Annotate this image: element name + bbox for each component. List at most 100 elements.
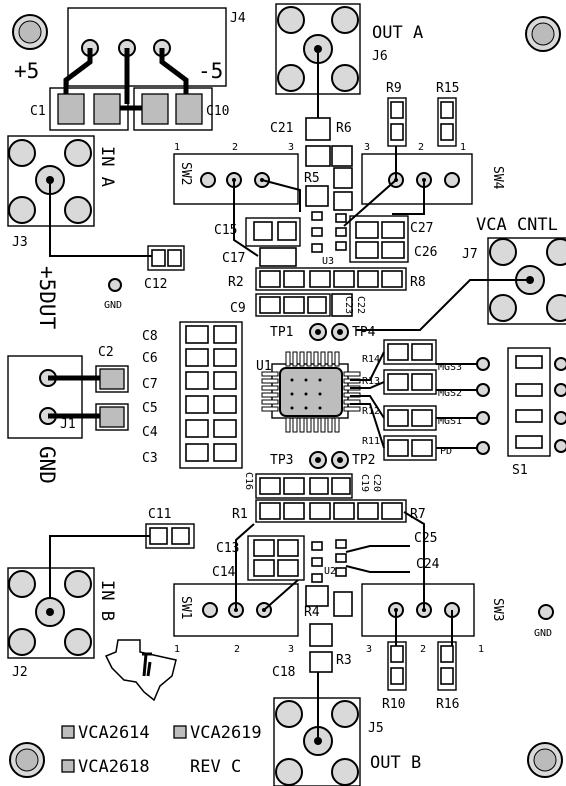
label-u2: U2 (324, 566, 336, 577)
label-j2: J2 (12, 665, 28, 680)
label-j1: J1 (60, 417, 76, 432)
u1-pin (292, 417, 298, 433)
sw3-pin3: 3 (366, 644, 372, 655)
u1-pin (261, 392, 279, 398)
u1-pin (261, 378, 279, 384)
sw1-switch (173, 523, 299, 637)
mgs-resistor-pads (350, 339, 490, 461)
u1-pin (261, 399, 279, 405)
u1-pin (320, 417, 326, 433)
label-r8: R8 (410, 275, 426, 290)
label-gnd-left: GND (35, 446, 59, 484)
label-r4: R4 (304, 605, 320, 620)
sw3-pin1: 1 (478, 644, 484, 655)
label-s1: S1 (512, 463, 528, 478)
label-j5: J5 (368, 721, 384, 736)
label-vca-cntl: VCA CNTL (476, 215, 558, 235)
label-c2: C2 (98, 345, 114, 360)
texas-outline-ti-logo-icon (104, 639, 177, 702)
label-u1: U1 (256, 359, 272, 374)
sw2-pin2: 2 (232, 142, 238, 153)
label-out-b: OUT B (370, 753, 421, 773)
label-r11: R11 (362, 436, 380, 447)
label-c17: C17 (222, 251, 245, 266)
label-c6: C6 (142, 351, 158, 366)
label-mgs2: MGS2 (438, 388, 462, 399)
label-sw1: SW1 (178, 596, 193, 619)
label-j3: J3 (12, 235, 28, 250)
sw1-pin2: 2 (234, 644, 240, 655)
label-c1: C1 (30, 104, 46, 119)
label-r13: R13 (362, 376, 380, 387)
u1-pin (343, 406, 361, 412)
j5-out-b-connector (273, 672, 361, 786)
label-c24: C24 (416, 557, 440, 572)
u1-pin (285, 417, 291, 433)
j6-out-a-connector (275, 3, 361, 120)
label-r15: R15 (436, 81, 459, 96)
label-r14: R14 (362, 354, 380, 365)
label-r1: R1 (232, 507, 248, 522)
label-c13: C13 (216, 541, 239, 556)
u1-pin (334, 417, 340, 433)
label-plus5: +5 (14, 59, 39, 83)
label-tp3: TP3 (270, 453, 293, 468)
label-c25: C25 (414, 531, 437, 546)
label-j4: J4 (230, 11, 246, 26)
label-mgs1: MGS1 (438, 416, 462, 427)
u1-pin (261, 371, 279, 377)
label-sw2: SW2 (178, 162, 193, 185)
label-c22: C22 (355, 296, 366, 314)
sw2-pin3: 3 (288, 142, 294, 153)
label-j6: J6 (372, 49, 388, 64)
sw1-pin3: 3 (288, 644, 294, 655)
label-r2: R2 (228, 275, 244, 290)
label-c7: C7 (142, 377, 158, 392)
u1-pin (334, 351, 340, 367)
label-c4: C4 (142, 425, 158, 440)
label-c11: C11 (148, 507, 171, 522)
label-c10: C10 (206, 104, 229, 119)
label-sw3: SW3 (490, 598, 505, 621)
label-r3: R3 (336, 653, 352, 668)
label-r5: R5 (304, 171, 320, 186)
label-r16: R16 (436, 697, 459, 712)
label-c16: C16 (243, 472, 254, 490)
label-vca2618: VCA2618 (78, 757, 150, 777)
sw2-switch (173, 153, 301, 257)
label-tp1: TP1 (270, 325, 293, 340)
sw4-pin3: 3 (364, 142, 370, 153)
u1-pin (320, 351, 326, 367)
label-gnd-top: GND (104, 300, 122, 311)
j4-power-terminal (63, 7, 227, 104)
label-r12: R12 (362, 406, 380, 417)
sw4-pin1: 1 (460, 142, 466, 153)
j1-power-connector (7, 355, 129, 439)
left-capacitor-pads (185, 325, 237, 462)
sw3-pin2: 2 (420, 644, 426, 655)
label-r10: R10 (382, 697, 405, 712)
label-c12: C12 (144, 277, 167, 292)
label-c23: C23 (343, 296, 354, 314)
u1-pin (327, 351, 333, 367)
u1-pin (299, 417, 305, 433)
u1-pin (292, 351, 298, 367)
label-pd: PD (440, 446, 452, 457)
label-c14: C14 (212, 565, 236, 580)
label-mgs3: MGS3 (438, 362, 462, 373)
label-tp2: TP2 (352, 453, 375, 468)
label-j7: J7 (462, 247, 478, 262)
label-tp4: TP4 (352, 325, 376, 340)
sw3-switch (361, 511, 475, 637)
u1-pin (306, 351, 312, 367)
label-c8: C8 (142, 329, 158, 344)
u1-pin (261, 385, 279, 391)
label-c19: C19 (359, 474, 370, 492)
j2-in-b-connector (7, 567, 95, 659)
u1-pin (313, 417, 319, 433)
label-vca2614: VCA2614 (78, 723, 150, 743)
label-u3: U3 (322, 256, 334, 267)
label-r6: R6 (336, 121, 352, 136)
label-gnd-right: GND (534, 628, 552, 639)
label-r9: R9 (386, 81, 402, 96)
